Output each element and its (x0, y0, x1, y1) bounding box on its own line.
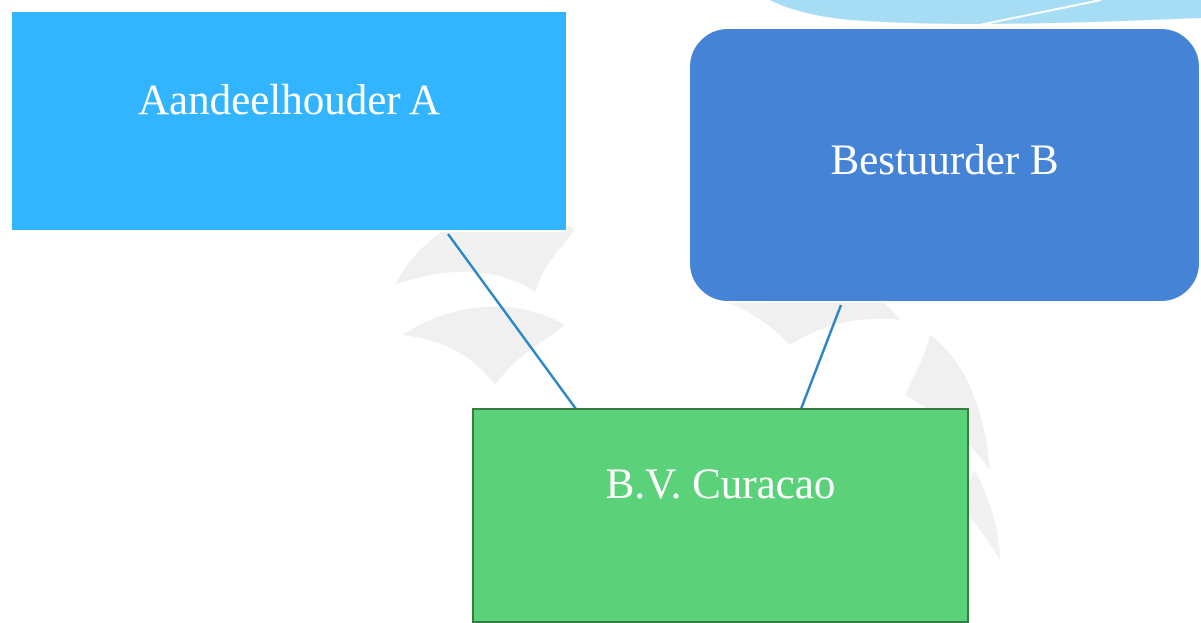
top-accent-ribbon (770, 0, 1201, 31)
connector-a-c (446, 233, 578, 410)
node-label: Aandeelhouder A (137, 77, 441, 125)
node-bestuurder[interactable]: Bestuurder B (688, 27, 1201, 303)
node-label: Bestuurder B (830, 137, 1059, 185)
connector-b-c (799, 304, 843, 410)
node-bv-curacao[interactable]: B.V. Curacao (472, 408, 969, 623)
node-aandeelhouder[interactable]: Aandeelhouder A (10, 10, 568, 232)
node-label: B.V. Curacao (605, 460, 836, 508)
connector-layer (446, 233, 843, 410)
